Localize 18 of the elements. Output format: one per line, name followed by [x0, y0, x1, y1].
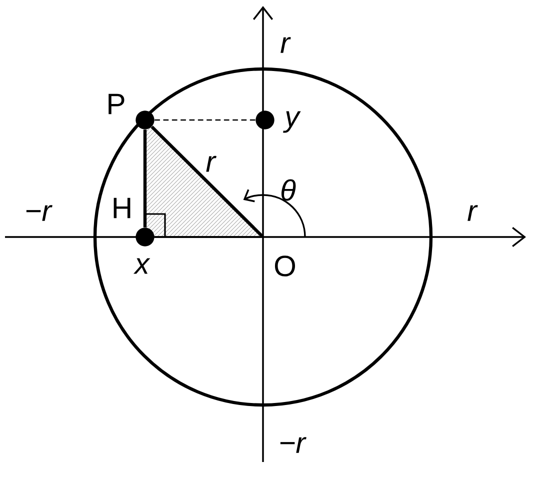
line-segment [150, 126, 264, 238]
point-dot [136, 110, 154, 130]
edge-label: r [206, 156, 216, 172]
axis-label: r [468, 205, 478, 221]
line-segment [154, 236, 262, 238]
point-dot [256, 110, 274, 130]
angle-label: θ [281, 179, 296, 201]
point-dot [136, 228, 154, 246]
point-label: x [134, 258, 150, 274]
point-label: y [283, 111, 301, 133]
point-label: H [114, 198, 130, 218]
axis-label: r [280, 37, 291, 53]
origin-label: O [274, 256, 295, 276]
axis-label: −r [280, 437, 306, 453]
line-segment [143, 130, 147, 228]
axis-label: −r [26, 205, 52, 221]
point-label: P [108, 94, 124, 114]
dashed-line [154, 119, 256, 121]
